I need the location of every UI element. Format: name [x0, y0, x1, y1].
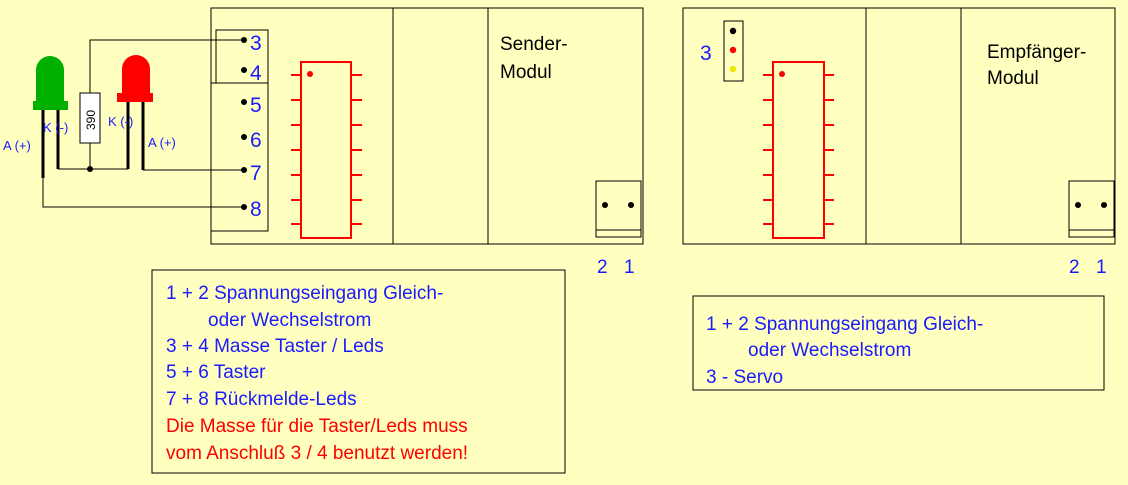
receiver-power-terminal-2: 2	[1069, 257, 1080, 278]
sender-legend-line3: 3 + 4 Masse Taster / Leds	[166, 336, 384, 357]
green-led	[33, 56, 68, 178]
green-led-anode-label: A (+)	[3, 138, 31, 153]
terminal-5-dot	[241, 99, 247, 105]
sender-legend-box	[151, 269, 566, 474]
sender-legend: 1 + 2 Spannungseingang Gleich- oder Wech…	[151, 269, 566, 474]
receiver-legend: 1 + 2 Spannungseingang Gleich- oder Wech…	[692, 295, 1105, 391]
red-led	[117, 55, 153, 170]
junction-dot	[87, 166, 93, 172]
sender-legend-warning2: vom Anschluß 3 / 4 benutzt werden!	[166, 443, 468, 464]
terminal-4-dot	[241, 67, 247, 73]
sender-title-line2: Modul	[500, 62, 552, 83]
receiver-module: Empfänger- Modul 3 2	[682, 7, 1116, 278]
sender-chip-pin1-marker	[307, 71, 313, 77]
sender-module-outline	[210, 7, 644, 245]
red-led-anode-label: A (+)	[148, 135, 176, 150]
sender-power-terminal-2: 2	[597, 257, 608, 278]
sender-legend-line2: oder Wechselstrom	[208, 310, 371, 331]
servo-terminal-label: 3	[700, 42, 712, 65]
red-led-cathode-label: K (-)	[108, 114, 133, 129]
terminal-6-dot	[241, 134, 247, 140]
terminal-8-label: 8	[250, 198, 262, 221]
resistor-390: 390	[79, 92, 101, 144]
servo-connector	[723, 20, 744, 82]
terminal-7-label: 7	[250, 162, 262, 185]
terminal-3-label: 3	[250, 32, 262, 55]
sender-legend-warning1: Die Masse für die Taster/Leds muss	[166, 416, 468, 437]
sender-legend-line1: 1 + 2 Spannungseingang Gleich-	[166, 283, 443, 304]
receiver-title-line1: Empfänger-	[987, 42, 1086, 63]
feedback-led-circuit: 390 A (+) K (-) K (-) A (+)	[3, 39, 244, 208]
receiver-legend-line3: 3 - Servo	[706, 367, 783, 388]
sender-module: Sender- Modul 3 4 5 6 7 8	[210, 7, 644, 278]
sender-power-connector	[595, 180, 642, 238]
receiver-power-terminal-1: 1	[1096, 257, 1107, 278]
circuit-wires	[42, 39, 244, 208]
sender-legend-line5: 7 + 8 Rückmelde-Leds	[166, 389, 357, 410]
receiver-legend-line2: oder Wechselstrom	[748, 340, 911, 361]
receiver-legend-box	[692, 295, 1105, 391]
sender-power-terminal-1: 1	[624, 257, 635, 278]
terminal-6-label: 6	[250, 129, 262, 152]
green-led-cathode-label: K (-)	[43, 120, 68, 135]
receiver-chip-pin1-marker	[779, 71, 785, 77]
sender-title-line1: Sender-	[500, 34, 568, 55]
receiver-title-line2: Modul	[987, 68, 1039, 89]
receiver-power-connector	[1068, 180, 1115, 238]
terminal-4-label: 4	[250, 62, 262, 85]
receiver-module-outline	[682, 7, 1116, 245]
terminal-5-label: 5	[250, 94, 262, 117]
receiver-legend-line1: 1 + 2 Spannungseingang Gleich-	[706, 314, 983, 335]
sender-legend-line4: 5 + 6 Taster	[166, 362, 266, 383]
sender-ic-chip	[291, 61, 362, 239]
resistor-value: 390	[84, 110, 98, 130]
receiver-ic-chip	[763, 61, 834, 239]
terminal-block-5-8	[210, 82, 269, 232]
